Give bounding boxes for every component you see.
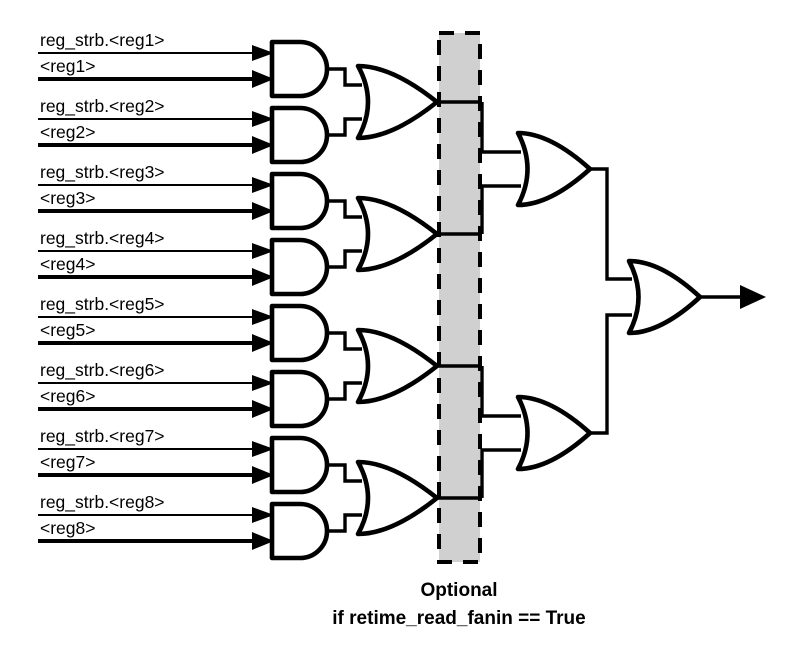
or-gate-stage2-1 [515,130,593,208]
strobe-arrowhead-7 [252,441,274,457]
data-arrowhead-2 [252,136,274,154]
net-or6-to-or7 [589,313,632,435]
strobe-arrowhead-8 [252,507,274,523]
strobe-arrowhead-5 [252,309,274,325]
or-gate-stage1-4 [355,459,440,537]
net-box2-to-or5 [480,184,521,234]
input-data-label-8: <reg8> [40,518,95,538]
input-group-8: reg_strb.<reg8> <reg8> [38,492,274,550]
net-and5-to-or3 [327,331,362,351]
and-gate-5 [269,303,330,363]
input-group-7: reg_strb.<reg7> <reg7> [38,426,274,484]
data-arrowhead-8 [252,532,274,550]
or-gate-stage1-2 [355,195,440,273]
input-group-2: reg_strb.<reg2> <reg2> [38,96,274,154]
optional-caption-line1: Optional [420,580,497,601]
input-strobe-label-5: reg_strb.<reg5> [40,294,165,315]
input-strobe-label-8: reg_strb.<reg8> [40,492,165,513]
input-strobe-label-3: reg_strb.<reg3> [40,162,165,183]
data-arrowhead-6 [252,400,274,418]
input-strobe-label-7: reg_strb.<reg7> [40,426,165,447]
input-data-label-7: <reg7> [40,452,95,472]
input-data-label-5: <reg5> [40,320,95,340]
input-strobe-label-2: reg_strb.<reg2> [40,96,165,117]
data-arrowhead-7 [252,466,274,484]
strobe-arrowhead-3 [252,177,274,193]
net-and3-to-or2 [327,199,362,219]
and-gate-8 [269,501,330,561]
input-data-label-4: <reg4> [40,254,95,274]
and-gate-7 [269,435,330,495]
data-arrowhead-4 [252,268,274,286]
data-arrowhead-1 [252,70,274,88]
net-box1-to-or5 [480,102,521,154]
data-arrowhead-5 [252,334,274,352]
input-strobe-label-1: reg_strb.<reg1> [40,30,165,51]
input-strobe-label-4: reg_strb.<reg4> [40,228,165,249]
input-group-4: reg_strb.<reg4> <reg4> [38,228,274,286]
input-group-3: reg_strb.<reg3> <reg3> [38,162,274,220]
input-data-label-1: <reg1> [40,56,95,76]
optional-retime-box [437,31,482,564]
net-or5-to-or7 [589,167,632,281]
input-data-label-3: <reg3> [40,188,95,208]
and-gate-1 [269,39,330,99]
and-gate-3 [269,171,330,231]
input-group-5: reg_strb.<reg5> <reg5> [38,294,274,352]
and-gate-2 [269,105,330,165]
and-gate-4 [269,237,330,297]
net-box3-to-or6 [480,366,521,418]
strobe-arrowhead-6 [252,375,274,391]
or-gate-stage3-output [626,258,703,336]
input-strobe-label-6: reg_strb.<reg6> [40,360,165,381]
net-and8-to-or4 [327,513,362,533]
net-and4-to-or2 [327,249,362,269]
input-data-label-6: <reg6> [40,386,95,406]
net-and6-to-or3 [327,381,362,401]
and-gate-6 [269,369,330,429]
input-data-label-2: <reg2> [40,122,95,142]
data-arrowhead-3 [252,202,274,220]
or-gate-stage2-2 [515,394,593,472]
net-and2-to-or1 [327,117,362,137]
net-box4-to-or6 [480,448,521,498]
input-group-1: reg_strb.<reg1> <reg1> [38,30,274,88]
net-and1-to-or1 [327,67,362,87]
or-gate-stage1-3 [355,327,440,405]
output-arrowhead [740,285,766,309]
strobe-arrowhead-1 [252,45,274,61]
net-and7-to-or4 [327,463,362,483]
optional-caption-line2: if retime_read_fanin == True [332,608,585,629]
strobe-arrowhead-4 [252,243,274,259]
strobe-arrowhead-2 [252,111,274,127]
input-group-6: reg_strb.<reg6> <reg6> [38,360,274,418]
or-gate-stage1-1 [355,63,440,141]
